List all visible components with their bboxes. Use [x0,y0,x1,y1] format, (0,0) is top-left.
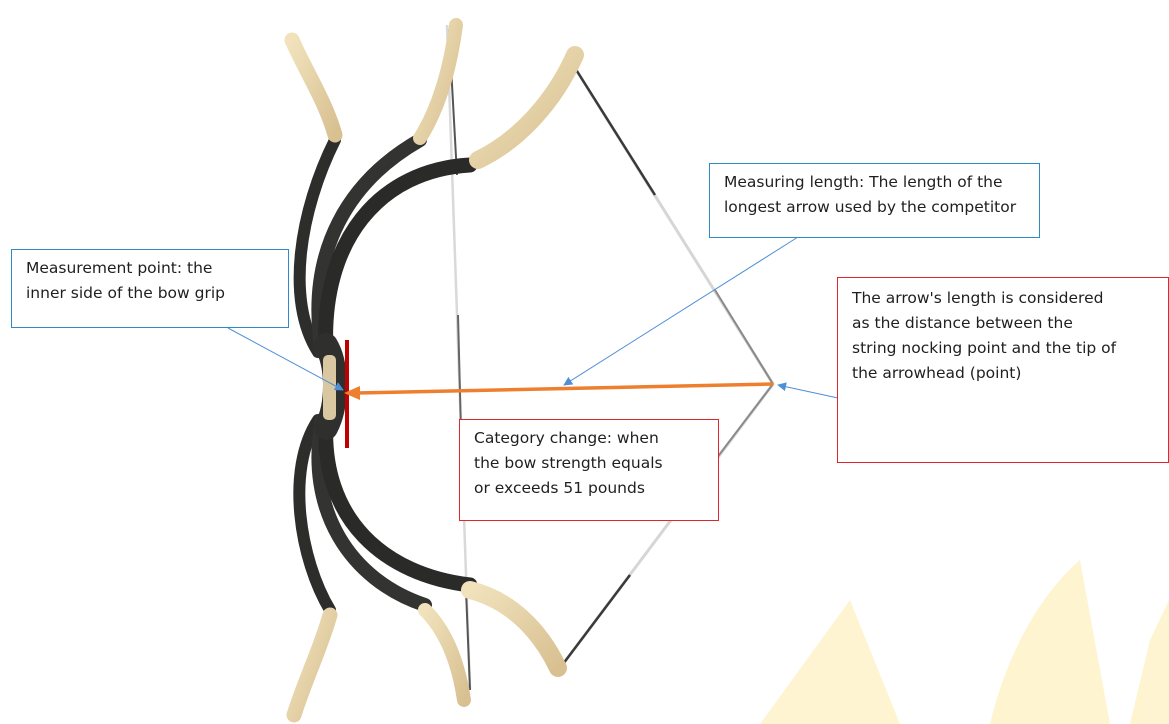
measurement-point-callout: Measurement point: the inner side of the… [11,249,289,328]
callout-line: or exceeds 51 pounds [474,479,645,497]
callout-line: Measurement point: the [26,259,213,277]
callout-line: longest arrow used by the competitor [724,198,1017,216]
callout-line: inner side of the bow grip [26,284,225,302]
callout-line: the arrowhead (point) [852,364,1022,382]
measuring-length-callout: Measuring length: The length of the long… [709,163,1040,238]
callout-line: the bow strength equals [474,454,663,472]
grip-wrap [323,355,336,420]
drawn-bow-string [558,59,775,669]
callout-line: string nocking point and the tip of [852,339,1117,357]
callout-line: as the distance between the [852,314,1073,332]
watermark-shapes [760,560,1169,724]
callout-line: The arrow's length is considered [852,289,1104,307]
callout-pointers [227,236,839,399]
bow-tips [284,18,584,723]
bow-limbs [293,133,478,616]
callout-line: Category change: when [474,429,659,447]
callout-line: Measuring length: The length of the [724,173,1003,191]
arrow-length-measure [344,382,774,400]
arrow-length-callout: The arrow's length is considered as the … [837,277,1169,463]
category-change-callout: Category change: when the bow strength e… [459,419,719,521]
